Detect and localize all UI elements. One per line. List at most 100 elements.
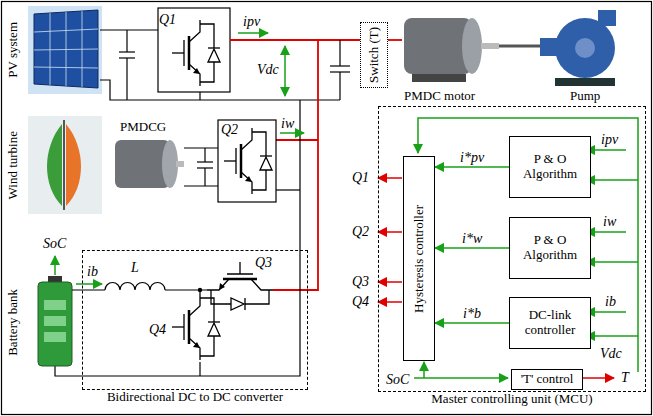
signal-name: Vdc xyxy=(600,346,622,361)
signal-name: Q1 xyxy=(352,170,369,185)
signal-name: iw xyxy=(281,116,294,131)
converter-wiring xyxy=(199,362,200,376)
node-text: P & O Algorithm xyxy=(510,152,590,182)
pump xyxy=(575,38,595,58)
signal-name: SoC xyxy=(43,236,66,251)
pv-wiring xyxy=(126,30,127,52)
pmdc-motor xyxy=(462,18,482,74)
pv-panel xyxy=(34,67,98,68)
generator-wiring xyxy=(197,161,213,162)
signal-name: ipv xyxy=(243,14,260,29)
battery xyxy=(38,282,72,366)
pv-panel xyxy=(34,29,98,32)
pv-panel xyxy=(28,6,102,94)
mcu-signals xyxy=(586,335,638,337)
mcu-signals xyxy=(423,362,425,378)
signal-name: Q3 xyxy=(352,274,369,289)
ground-wire xyxy=(330,65,350,66)
battery xyxy=(44,300,66,310)
pv-panel xyxy=(34,49,98,50)
signal-name: Vdc xyxy=(257,62,279,77)
converter-region: Bidirectional DC to DC converter xyxy=(82,250,308,390)
signal-name: iw xyxy=(603,214,616,229)
wind-turbine xyxy=(47,124,62,206)
part-name: PV system xyxy=(6,22,20,78)
pv-panel xyxy=(34,11,98,87)
mcu-signals xyxy=(586,231,626,233)
signal-name: Q3 xyxy=(255,255,272,270)
part-name: Pump xyxy=(570,89,600,103)
switch-q1-box xyxy=(158,8,230,92)
signal-name: L xyxy=(131,260,139,275)
pv-panel xyxy=(50,13,51,85)
part-name: PMDC motor xyxy=(404,89,475,103)
igbt-symbol xyxy=(172,20,220,86)
converter-wiring xyxy=(72,289,105,290)
mcu-signals xyxy=(582,377,614,379)
pmdc-motor xyxy=(404,18,499,82)
ground-wire xyxy=(339,40,340,66)
switch-q2-box xyxy=(218,120,276,202)
dc-bus-red xyxy=(388,39,402,41)
pump xyxy=(598,10,616,26)
battery xyxy=(48,276,62,282)
dc-generator xyxy=(115,140,170,188)
mcu-signals xyxy=(414,377,508,379)
mcu-signals xyxy=(378,118,638,378)
mcu-signals xyxy=(378,231,402,233)
node-text: 'T' control xyxy=(521,372,574,387)
pmdc-motor xyxy=(481,43,499,49)
igbt-symbol xyxy=(224,128,272,194)
mcu-signals xyxy=(378,281,402,283)
pmdc-motor xyxy=(404,18,472,74)
region-label: Bidirectional DC to DC converter xyxy=(83,389,307,405)
pump xyxy=(555,18,615,78)
node-text: Switch (T) xyxy=(367,27,381,83)
pump xyxy=(555,78,615,86)
mcu-signals xyxy=(378,301,402,303)
pmdc-motor xyxy=(412,74,466,82)
mcu-signals xyxy=(586,179,638,181)
node-text: DC-link controller xyxy=(510,308,590,338)
signal-arrow xyxy=(435,322,509,324)
dc-bus-red xyxy=(273,40,318,290)
pv-wiring xyxy=(119,51,135,52)
part-name: Battery bank xyxy=(6,289,20,356)
signal-label: i*w xyxy=(461,231,483,246)
mcu-signals xyxy=(378,177,402,179)
generator-wiring xyxy=(184,185,218,186)
wind-turbine xyxy=(63,120,65,210)
controller-box: DC-link controller xyxy=(509,297,591,349)
signal-label: i*b xyxy=(462,306,482,321)
signal-name: T xyxy=(621,370,629,385)
generator-wiring xyxy=(184,147,218,148)
mcu-signals xyxy=(586,311,626,313)
mcu-signals xyxy=(418,118,638,372)
pv-panel xyxy=(34,10,98,88)
mcu-signals xyxy=(586,261,638,263)
pv-panel xyxy=(66,12,67,86)
ground-wire xyxy=(339,72,340,100)
part-name: Wind turbine xyxy=(6,131,20,199)
battery xyxy=(44,316,66,326)
sense-arrows xyxy=(284,46,286,96)
signal-name: ipv xyxy=(601,132,618,147)
dc-generator xyxy=(176,161,184,167)
signal-name: Q2 xyxy=(221,122,238,137)
ground-wire xyxy=(276,189,300,190)
pv-wiring xyxy=(199,92,200,100)
signal-name: Q2 xyxy=(352,224,369,239)
signal-name: ib xyxy=(605,294,616,309)
signal-name: Q4 xyxy=(352,294,369,309)
algorithm-box: P & O Algorithm xyxy=(509,217,591,279)
mcu-signals xyxy=(586,149,626,151)
signal-name: ib xyxy=(87,264,98,279)
signal-arrow xyxy=(435,166,509,168)
pv-wiring xyxy=(100,29,158,30)
junction-dot xyxy=(198,288,202,292)
signal-arrow xyxy=(435,247,509,249)
